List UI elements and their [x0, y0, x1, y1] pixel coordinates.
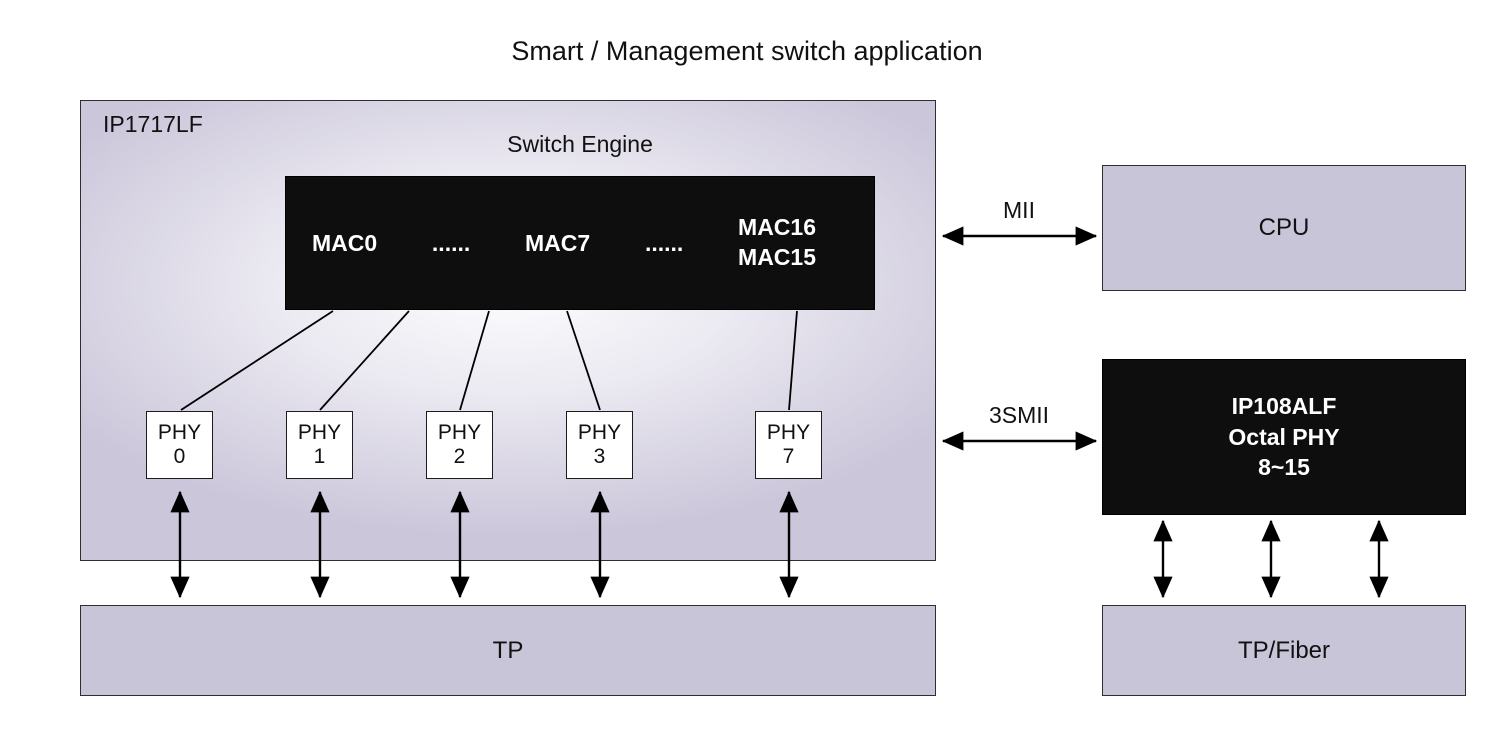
ip1717lf-chip-block — [80, 100, 936, 561]
chip-name-label: IP1717LF — [103, 111, 203, 137]
mac-dots-left: ...... — [431, 229, 471, 256]
phy-number: 3 — [593, 445, 606, 468]
cpu-label: CPU — [1258, 214, 1310, 241]
phy-box-3: PHY 3 — [566, 411, 633, 479]
mac16-label: MAC16 — [738, 214, 816, 241]
phy-box-2: PHY 2 — [426, 411, 493, 479]
octal-phy-block: IP108ALF Octal PHY 8~15 — [1102, 359, 1466, 515]
phy-number: 7 — [782, 445, 795, 468]
mac-dots-right: ...... — [644, 229, 684, 256]
tp-fiber-label: TP/Fiber — [1237, 636, 1330, 664]
phy-label: PHY — [297, 420, 342, 444]
cpu-block: CPU — [1102, 165, 1466, 291]
octal-phy-range: 8~15 — [1258, 454, 1310, 481]
phy-box-0: PHY 0 — [146, 411, 213, 479]
mii-bus-label: MII — [1003, 197, 1035, 223]
octal-phy-type: Octal PHY — [1228, 423, 1340, 450]
tp-label: TP — [492, 636, 524, 664]
phy-number: 1 — [313, 445, 326, 468]
phy-box-7: PHY 7 — [755, 411, 822, 479]
mac16-mac15-stack: MAC16 MAC15 — [738, 213, 816, 273]
phy-label: PHY — [766, 420, 811, 444]
switch-engine-label: Switch Engine — [507, 131, 653, 157]
mac15-label: MAC15 — [738, 244, 816, 270]
phy-number: 0 — [173, 445, 186, 468]
mac0-label: MAC0 — [312, 229, 378, 256]
octal-phy-name: IP108ALF — [1231, 393, 1337, 420]
phy-label: PHY — [157, 420, 202, 444]
smii-bus-label: 3SMII — [988, 402, 1050, 428]
tp-block: TP — [80, 605, 936, 696]
phy-label: PHY — [577, 420, 622, 444]
tp-fiber-block: TP/Fiber — [1102, 605, 1466, 696]
phy-label: PHY — [437, 420, 482, 444]
phy-box-1: PHY 1 — [286, 411, 353, 479]
mac7-label: MAC7 — [525, 229, 591, 256]
mac-block: MAC0 ...... MAC7 ...... MAC16 MAC15 — [285, 176, 875, 310]
diagram-title: Smart / Management switch application — [511, 36, 983, 66]
phy-number: 2 — [453, 445, 466, 468]
